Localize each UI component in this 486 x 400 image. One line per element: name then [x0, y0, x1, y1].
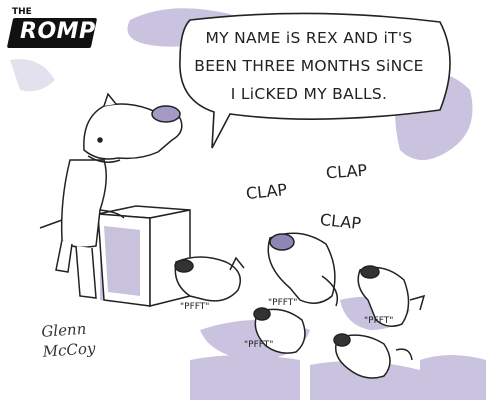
rex-dog [39, 92, 183, 299]
clap-sound-2: CLAP [325, 160, 368, 183]
audience-dogs [174, 232, 426, 379]
speech-text: MY NAME iS REX AND iT'S BEEN THREE MONTH… [184, 24, 434, 108]
speech-bubble [179, 12, 451, 149]
logo-the: THE [12, 7, 32, 17]
whisper-4: "PFFT" [244, 340, 274, 350]
podium [97, 205, 191, 307]
audience-dog-4 [253, 307, 306, 354]
audience-dog-5 [333, 333, 413, 379]
artist-signature: Glenn McCoy [41, 318, 96, 362]
whisper-3: "PFFT" [364, 316, 394, 326]
logo-name: ROMP [20, 19, 96, 44]
audience-dog-2 [267, 232, 339, 307]
audience-dog-1 [174, 256, 245, 302]
audience-dog-3 [357, 265, 426, 327]
speech-line-1: MY NAME iS REX AND iT'S [205, 29, 413, 47]
speech-line-3: I LiCKED MY BALLS. [230, 85, 388, 103]
romp-logo: THE ROMP [6, 6, 98, 52]
speech-line-2: BEEN THREE MONTHS SiNCE [194, 57, 424, 75]
whisper-2: "PFFT" [268, 298, 298, 308]
signature-last: McCoy [42, 339, 97, 361]
whisper-1: "PFFT" [180, 302, 210, 312]
